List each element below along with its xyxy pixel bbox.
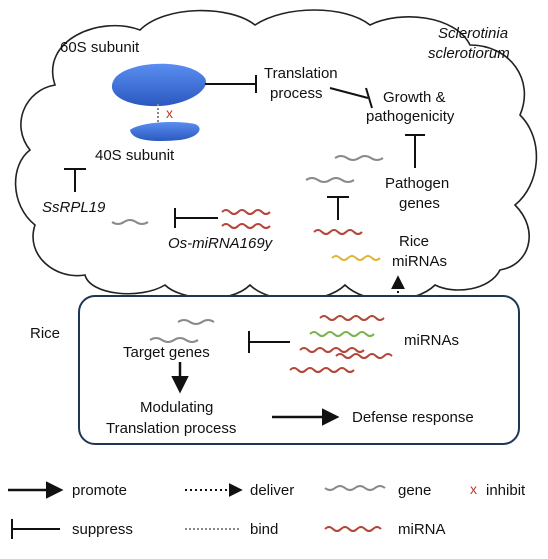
legend-suppress-label: suppress <box>72 521 133 538</box>
organism-name-line2: sclerotiorum <box>428 45 510 62</box>
os-mirna-label: Os-miRNA169y <box>168 235 274 252</box>
legend-suppress-icon <box>11 519 60 539</box>
ssrpl19-label: SsRPL19 <box>42 199 106 216</box>
growth-label-line1: Growth & <box>383 89 446 106</box>
os-mirna-icon <box>221 209 271 229</box>
legend-inhibit-x: x <box>470 481 477 497</box>
rice-mirna-icons <box>289 315 393 373</box>
pathogen-label-line2: genes <box>399 195 440 212</box>
rice-mirnas-label-line1: Rice <box>399 233 429 250</box>
ssrpl19-gene-icon <box>111 219 149 225</box>
ribosome-40s-icon <box>130 122 200 141</box>
legend-gene-label: gene <box>398 482 431 499</box>
suppress-translation-growth <box>329 87 373 109</box>
suppress-ssrpl19-ribosome <box>64 168 86 192</box>
pathogen-label-line1: Pathogen <box>385 175 449 192</box>
suppress-mirna-pathogen <box>327 196 349 220</box>
suppress-ribosome-translation <box>205 75 257 93</box>
subunit-40s-label: 40S subunit <box>95 147 175 164</box>
legend-bind-label: bind <box>250 521 278 538</box>
target-genes-label: Target genes <box>123 344 210 361</box>
ribosome-60s-icon <box>111 63 206 107</box>
legend: promote deliver gene x inhibit suppress … <box>8 481 526 539</box>
defense-label: Defense response <box>352 409 474 426</box>
inhibit-x-mark: x <box>166 105 173 121</box>
rice-mirnas-box-label: miRNAs <box>404 332 459 349</box>
legend-promote-label: promote <box>72 482 127 499</box>
legend-deliver-label: deliver <box>250 482 294 499</box>
pathogen-gene-icons <box>305 155 384 183</box>
rice-mirna-yellow-icon <box>331 255 381 261</box>
legend-mirna-label: miRNA <box>398 521 446 538</box>
legend-gene-icon <box>324 485 386 491</box>
rice-mirnas-label-line2: miRNAs <box>392 253 447 270</box>
legend-mirna-icon <box>324 526 382 532</box>
modulating-label-line1: Modulating <box>140 399 213 416</box>
suppress-pathogen-growth <box>405 134 425 168</box>
suppress-osmirna-ssrpl19 <box>174 208 218 228</box>
rice-mirna-red-icon <box>313 229 363 235</box>
subunit-60s-label: 60S subunit <box>60 39 140 56</box>
rice-label: Rice <box>30 325 60 342</box>
translation-label-line1: Translation <box>264 65 338 82</box>
rice-target-gene-icons <box>149 319 215 343</box>
organism-name-line1: Sclerotinia <box>438 25 508 42</box>
suppress-mirnas-targets <box>248 331 290 353</box>
translation-label-line2: process <box>270 85 323 102</box>
growth-label-line2: pathogenicity <box>366 108 455 125</box>
modulating-label-line2: Translation process <box>106 420 236 437</box>
legend-inhibit-label: inhibit <box>486 482 526 499</box>
